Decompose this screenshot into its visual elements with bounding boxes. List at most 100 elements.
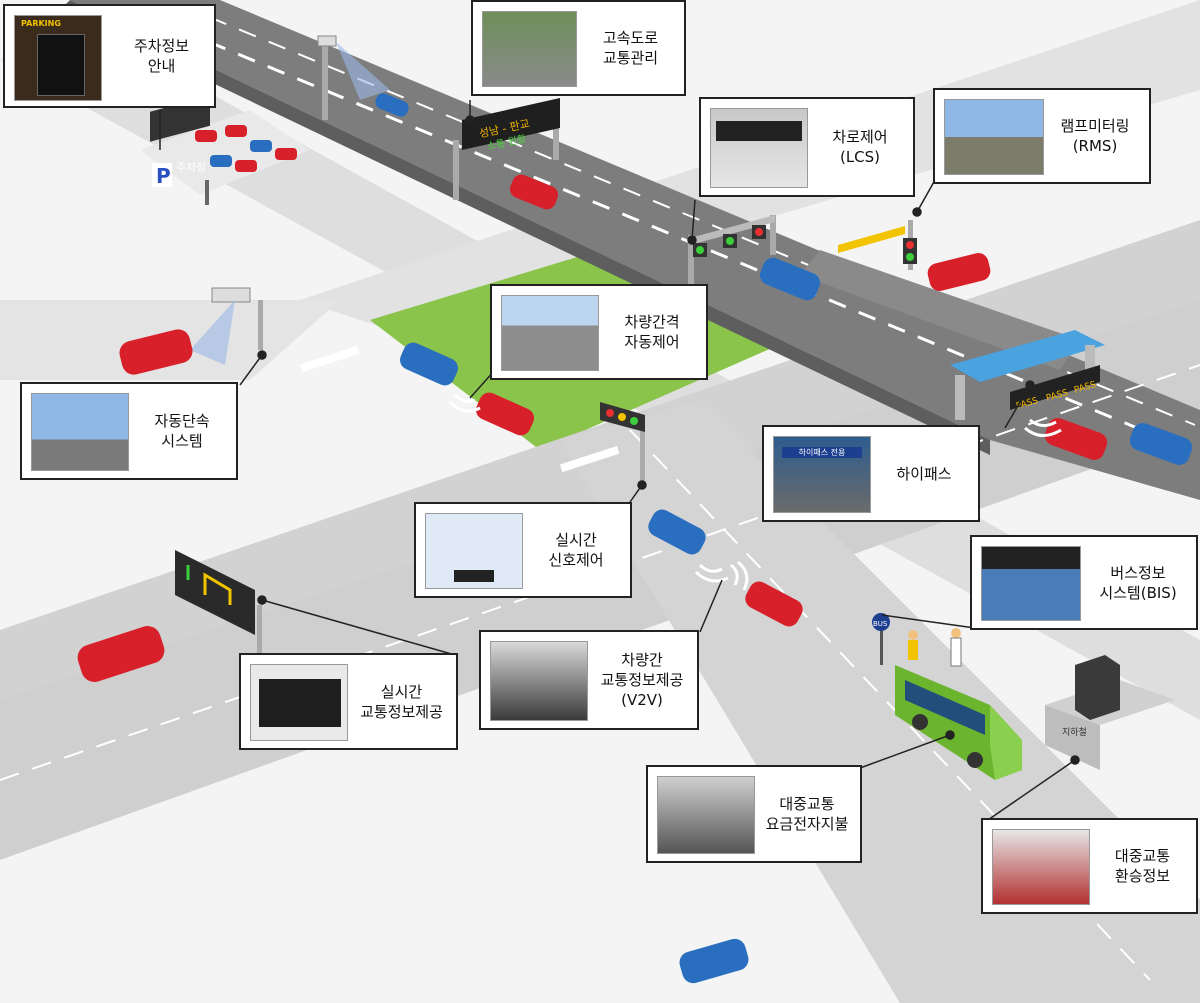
signal-thumb-light <box>454 570 494 582</box>
v2v-thumb <box>490 641 588 721</box>
toll-pass-board <box>1010 365 1100 410</box>
v2v-line1: 차량간 <box>621 651 663 669</box>
highway-line2: 교통관리 <box>602 49 659 67</box>
parking-sign-pole <box>205 180 209 205</box>
callout-v2v: 차량간 교통정보제공 (V2V) <box>479 630 699 730</box>
car-red-cruise <box>476 392 534 436</box>
guidance-arrow-2 <box>203 572 232 605</box>
camera-beam <box>336 42 390 100</box>
lcs-pole-right <box>770 215 776 255</box>
callout-signal: 실시간 신호제어 <box>414 502 632 598</box>
car-red-highway <box>509 174 559 210</box>
enforcement-line1: 자동단속 <box>154 412 210 430</box>
car-blue-south <box>679 938 749 984</box>
leader-dot-fare <box>945 730 955 740</box>
lcs-pole-left <box>688 235 694 285</box>
camera-pole <box>322 45 328 120</box>
parking-lot-label: 주차장 <box>176 161 206 174</box>
wave-toll <box>1024 418 1062 437</box>
signal-yellow <box>618 413 626 421</box>
callout-cruise: 차량간격 자동제어 <box>490 284 708 380</box>
leader-dot-rms <box>912 207 922 217</box>
highway-camera <box>317 35 390 120</box>
callout-enforcement: 자동단속 시스템 <box>20 382 238 480</box>
bis-line1: 버스정보 <box>1110 563 1166 582</box>
parking-line1: 주차정보 <box>133 37 190 55</box>
rms-line1: 램프미터링 <box>1060 117 1130 135</box>
signal-line1: 실시간 <box>555 531 597 549</box>
callout-enforcement-label: 자동단속 시스템 <box>134 384 230 478</box>
leader-dot-lcs <box>687 235 697 245</box>
bus-wheel-1 <box>912 714 928 730</box>
signal-green <box>630 417 638 425</box>
leader-realtime <box>261 599 456 656</box>
leader-enforcement <box>239 354 263 386</box>
callout-highway: 고속도로 교통관리 <box>471 0 686 96</box>
bus-area: BUS <box>872 613 1022 780</box>
parking-sign-p-box <box>152 163 172 187</box>
car-red-toll <box>1044 418 1108 460</box>
car-blue-highway-1 <box>375 93 409 117</box>
bus-front <box>990 705 1022 780</box>
avenue-lane-mark <box>0 364 1200 781</box>
signal-red <box>606 409 614 417</box>
highway-line1: 고속도로 <box>602 29 659 47</box>
pedestrian-1-head <box>908 630 918 640</box>
realtime-line1: 실시간 <box>380 682 423 701</box>
lcs-line1: 차로제어 <box>832 128 888 146</box>
callout-parking-label: 주차정보 안내 <box>115 6 208 106</box>
wave-v2v-2 <box>730 560 749 591</box>
callout-realtime-label: 실시간 교통정보제공 <box>353 655 450 748</box>
vms-board <box>462 98 560 150</box>
callout-cruise-label: 차량간격 자동제어 <box>604 286 700 378</box>
bus-windows <box>905 680 985 735</box>
leader-bis <box>881 614 976 629</box>
signal-waves <box>448 393 1062 591</box>
bus-stop-sign <box>872 613 890 631</box>
expressway-lane-mark-2 <box>179 4 1196 426</box>
rms-thumb <box>944 99 1044 175</box>
lcs-thumb <box>710 108 808 188</box>
ramp-meter-red <box>906 241 914 249</box>
realtime-thumb <box>250 664 348 741</box>
callout-bis: 버스정보 시스템(BIS) <box>970 535 1198 630</box>
signal-thumb <box>425 513 523 589</box>
subway-wall <box>1045 705 1100 770</box>
lcs-line2: (LCS) <box>839 148 881 166</box>
car-blue-toll <box>1129 423 1193 465</box>
lcs-thumb-board <box>716 121 802 141</box>
parked-car-1 <box>195 130 217 142</box>
transfer-line2: 환승정보 <box>1114 867 1171 885</box>
wave-cruise <box>448 393 481 413</box>
guidance-board <box>175 550 255 635</box>
ramp-meter-green <box>906 253 914 261</box>
crosswalk-1 <box>299 345 360 373</box>
subway-station: 지하철 <box>1045 655 1175 770</box>
ramp-barrier <box>838 226 905 253</box>
rms-line2: (RMS) <box>1072 137 1118 155</box>
fare-line1: 대중교통 <box>779 795 835 813</box>
expressway <box>60 0 1200 500</box>
enforcement-line2: 시스템 <box>161 432 203 450</box>
hipass-line1: 하이패스 <box>896 464 952 483</box>
highway-thumb <box>482 11 577 87</box>
realtime-thumb-board <box>259 679 341 727</box>
intersection-signal <box>600 402 645 488</box>
pedestrian-2-head <box>951 628 961 638</box>
camera-body <box>317 35 337 47</box>
parked-car-3 <box>250 140 272 152</box>
v2v-line3: (V2V) <box>621 691 663 709</box>
cars <box>77 93 1193 984</box>
toll-pillar-2 <box>1085 345 1095 385</box>
transfer-line1: 대중교통 <box>1114 847 1171 865</box>
expressway-surface <box>70 0 1200 500</box>
leader-v2v <box>699 579 723 633</box>
transfer-thumb <box>992 829 1090 905</box>
signal-line2: 신호제어 <box>548 551 604 569</box>
callout-fare: 대중교통 요금전자지불 <box>646 765 862 863</box>
leader-lines <box>159 100 1080 823</box>
parking-thumb-board <box>37 34 85 96</box>
callout-hipass-label: 하이패스 <box>876 427 972 520</box>
lcs-light-2-lamp <box>726 237 734 245</box>
car-blue-v2v <box>648 509 706 555</box>
